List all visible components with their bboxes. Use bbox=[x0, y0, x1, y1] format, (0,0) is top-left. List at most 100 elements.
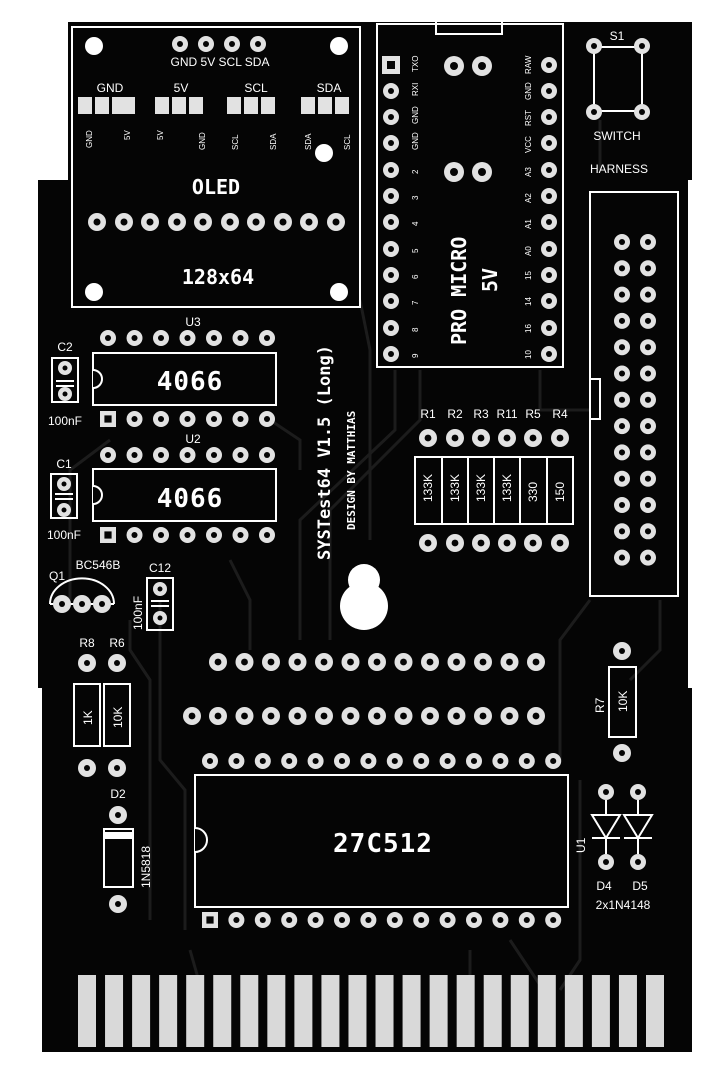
socket-pin-hole bbox=[506, 712, 513, 720]
svg-text:A2: A2 bbox=[524, 193, 533, 203]
eprom-pin-hole bbox=[365, 757, 372, 765]
svg-text:4: 4 bbox=[411, 221, 420, 226]
oled-jumper-sda-label: SDA bbox=[317, 81, 342, 95]
harness-pin-hole bbox=[644, 317, 652, 324]
oled-mount-hole bbox=[85, 283, 103, 301]
eprom-pin-hole bbox=[444, 757, 451, 765]
eprom-pin-hole bbox=[391, 757, 398, 765]
eprom-pin-1-hole bbox=[206, 916, 214, 924]
eprom-pin-hole bbox=[259, 916, 266, 924]
oled-resolution: 128x64 bbox=[182, 265, 254, 289]
ic-pin-hole bbox=[184, 415, 191, 423]
edge-finger bbox=[321, 975, 340, 1047]
harness-pin-hole bbox=[644, 449, 652, 456]
harness-pin-hole bbox=[618, 370, 626, 377]
ic-pin-hole bbox=[157, 451, 165, 459]
svg-text:RAW: RAW bbox=[524, 55, 533, 74]
c2-value: 100nF bbox=[48, 414, 82, 428]
socket-pin-hole bbox=[532, 712, 540, 720]
svg-text:SDA: SDA bbox=[304, 133, 313, 150]
u2-chip: 4066 bbox=[157, 484, 224, 514]
svg-text:16: 16 bbox=[524, 324, 533, 333]
diodes-part: 2x1N4148 bbox=[596, 898, 651, 912]
socket-pin-hole bbox=[426, 712, 434, 720]
d2-ref: D2 bbox=[110, 787, 126, 801]
eprom-pin-hole bbox=[418, 757, 425, 765]
u2-ref: U2 bbox=[185, 432, 201, 446]
socket-pin-hole bbox=[267, 658, 275, 666]
harness-pin-hole bbox=[644, 554, 652, 561]
svg-text:RXI: RXI bbox=[411, 83, 420, 96]
ic-pin-hole bbox=[210, 531, 218, 539]
eprom-pin-hole bbox=[259, 757, 266, 765]
socket-pin-hole bbox=[532, 658, 540, 666]
socket-pin-hole bbox=[453, 658, 460, 666]
svg-text:10: 10 bbox=[524, 350, 533, 359]
oled-jumper-gnd-label: GND bbox=[97, 81, 124, 95]
oled-jumper-pads bbox=[78, 97, 349, 114]
eprom-upper-pads bbox=[183, 653, 545, 725]
ic-u3: U3 4066 bbox=[92, 315, 277, 427]
c1-ref: C1 bbox=[56, 457, 72, 471]
harness-pin-hole bbox=[644, 265, 652, 272]
svg-text:A0: A0 bbox=[524, 246, 533, 256]
socket-pin-hole bbox=[294, 712, 301, 720]
socket-pin-hole bbox=[400, 712, 407, 720]
ic-pin-hole bbox=[131, 451, 138, 459]
harness-pin-hole bbox=[644, 475, 652, 482]
eprom-pin-hole bbox=[497, 757, 504, 765]
resistor-value: 150 bbox=[553, 482, 567, 502]
edge-finger bbox=[132, 975, 151, 1047]
oled-module: GND 5V SCL SDA GND 5V SCL SDA GND 5V 5V … bbox=[71, 26, 361, 308]
edge-finger bbox=[510, 975, 529, 1047]
resistor-ref: R1 bbox=[420, 407, 436, 421]
socket-pin-hole bbox=[188, 712, 196, 720]
svg-text:A1: A1 bbox=[524, 219, 533, 229]
harness-label: HARNESS bbox=[590, 162, 648, 176]
socket-pin-hole bbox=[400, 658, 407, 666]
board-outline bbox=[38, 22, 692, 1052]
harness-pin-hole bbox=[644, 501, 652, 509]
socket-pin-hole bbox=[267, 712, 275, 720]
edge-finger bbox=[348, 975, 367, 1047]
ic-pin-hole bbox=[263, 334, 271, 342]
harness-pin-hole bbox=[618, 265, 626, 272]
u2-bottom-pads bbox=[100, 527, 275, 543]
svg-text:SDA: SDA bbox=[269, 133, 278, 150]
svg-text:5V: 5V bbox=[156, 130, 165, 140]
oled-display-pads bbox=[88, 213, 345, 231]
resistor-value: 133K bbox=[421, 474, 435, 502]
socket-pin-hole bbox=[453, 712, 460, 720]
resistor-pad-hole bbox=[503, 539, 511, 547]
svg-text:SCL: SCL bbox=[231, 134, 240, 150]
harness-pin-hole bbox=[618, 475, 626, 482]
ic-pin-hole bbox=[210, 451, 218, 459]
r8-value: 1K bbox=[81, 710, 95, 725]
harness-pads bbox=[614, 234, 656, 566]
harness-pin-hole bbox=[618, 528, 626, 535]
svg-text:6: 6 bbox=[411, 274, 420, 279]
capacitor-c2: C2 100nF bbox=[48, 340, 82, 428]
oled-mount-hole bbox=[330, 283, 348, 301]
eprom-ref: U1 bbox=[574, 837, 588, 853]
r6-value: 10K bbox=[111, 707, 125, 728]
pro-micro-right-pins bbox=[541, 57, 557, 362]
edge-finger bbox=[483, 975, 502, 1047]
socket-pin-hole bbox=[241, 712, 248, 720]
harness-pin-hole bbox=[618, 238, 626, 246]
transistor-q1: Q1 BC546B bbox=[49, 558, 120, 613]
ic-pin-hole bbox=[184, 334, 191, 342]
ic-pin-hole bbox=[263, 531, 271, 539]
resistor-ref: R5 bbox=[525, 407, 541, 421]
oled-title: OLED bbox=[192, 175, 240, 199]
socket-pin-hole bbox=[506, 658, 513, 666]
svg-text:A3: A3 bbox=[524, 167, 533, 177]
eprom-pin-hole bbox=[550, 757, 557, 765]
svg-text:14: 14 bbox=[524, 297, 533, 306]
pro-micro-left-pin-labels: TXO RXI GND GND 2 3 4 5 6 7 8 9 bbox=[411, 56, 420, 358]
socket-pin-hole bbox=[214, 658, 222, 666]
diodes-d4-d5: D4 D5 2x1N4148 bbox=[590, 784, 654, 912]
socket-pin-hole bbox=[320, 658, 328, 666]
eprom-pin-hole bbox=[312, 916, 319, 924]
